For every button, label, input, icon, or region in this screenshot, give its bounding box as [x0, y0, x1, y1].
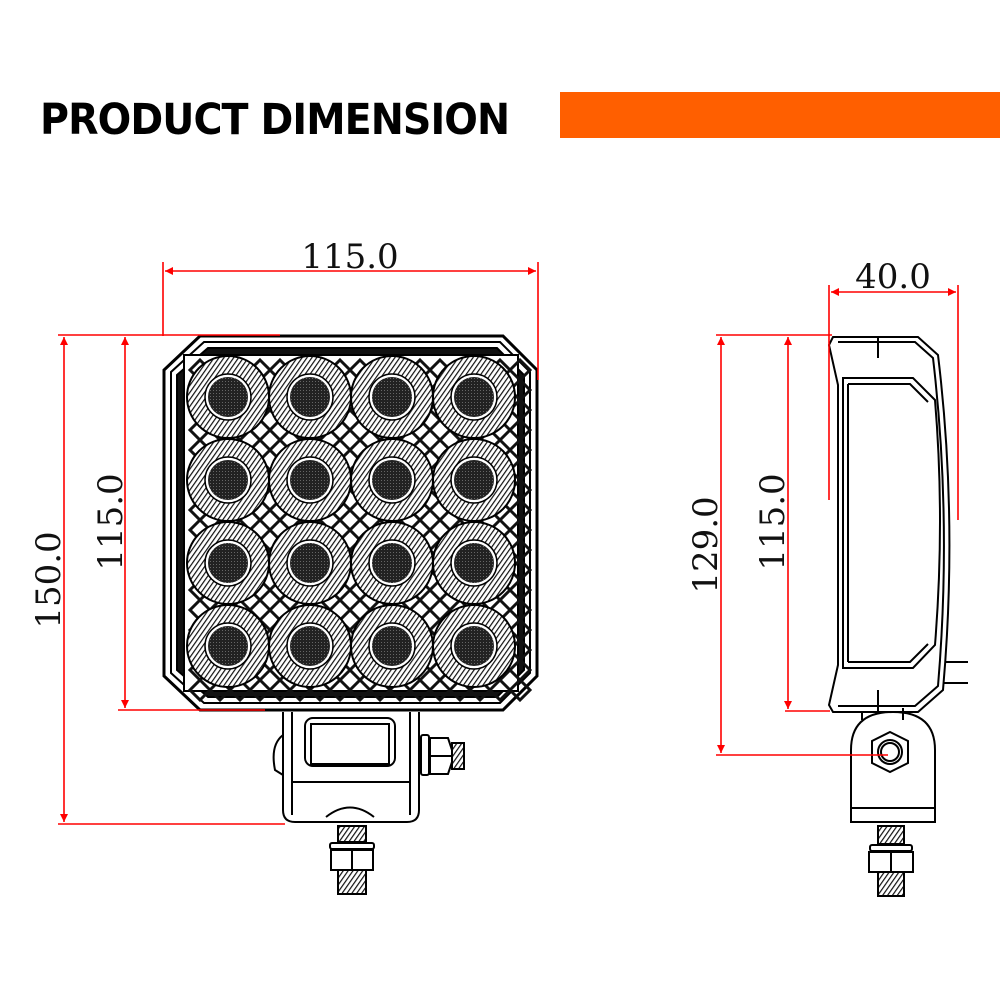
led-lens [432, 438, 516, 522]
side-view: 40.0 115.0 129.0 [686, 257, 968, 897]
title-accent-bar [560, 92, 1000, 138]
led-array [186, 355, 516, 688]
led-lens [268, 438, 352, 522]
led-lens [350, 521, 434, 605]
led-lens [268, 604, 352, 688]
led-lens [268, 355, 352, 439]
led-lens [350, 355, 434, 439]
side-mount-height-label: 129.0 [686, 496, 726, 593]
front-view: 115.0 115.0 150.0 [29, 237, 539, 895]
front-body-height-label: 115.0 [91, 473, 131, 570]
led-lens [432, 355, 516, 439]
page-title: PRODUCT DIMENSION [40, 95, 510, 145]
led-lens [350, 604, 434, 688]
side-body-height-label: 115.0 [753, 473, 793, 570]
led-lens [186, 355, 270, 439]
led-lens [186, 604, 270, 688]
front-total-height-label: 150.0 [29, 531, 69, 628]
led-lens [186, 438, 270, 522]
front-dimensions [58, 262, 539, 825]
side-dimensions [716, 285, 959, 756]
front-width-label: 115.0 [301, 237, 398, 277]
led-lens [432, 521, 516, 605]
mounting-bracket [272, 712, 465, 895]
led-lens [350, 438, 434, 522]
led-lens [186, 521, 270, 605]
led-lens [268, 521, 352, 605]
led-lens [432, 604, 516, 688]
side-depth-label: 40.0 [855, 257, 931, 297]
